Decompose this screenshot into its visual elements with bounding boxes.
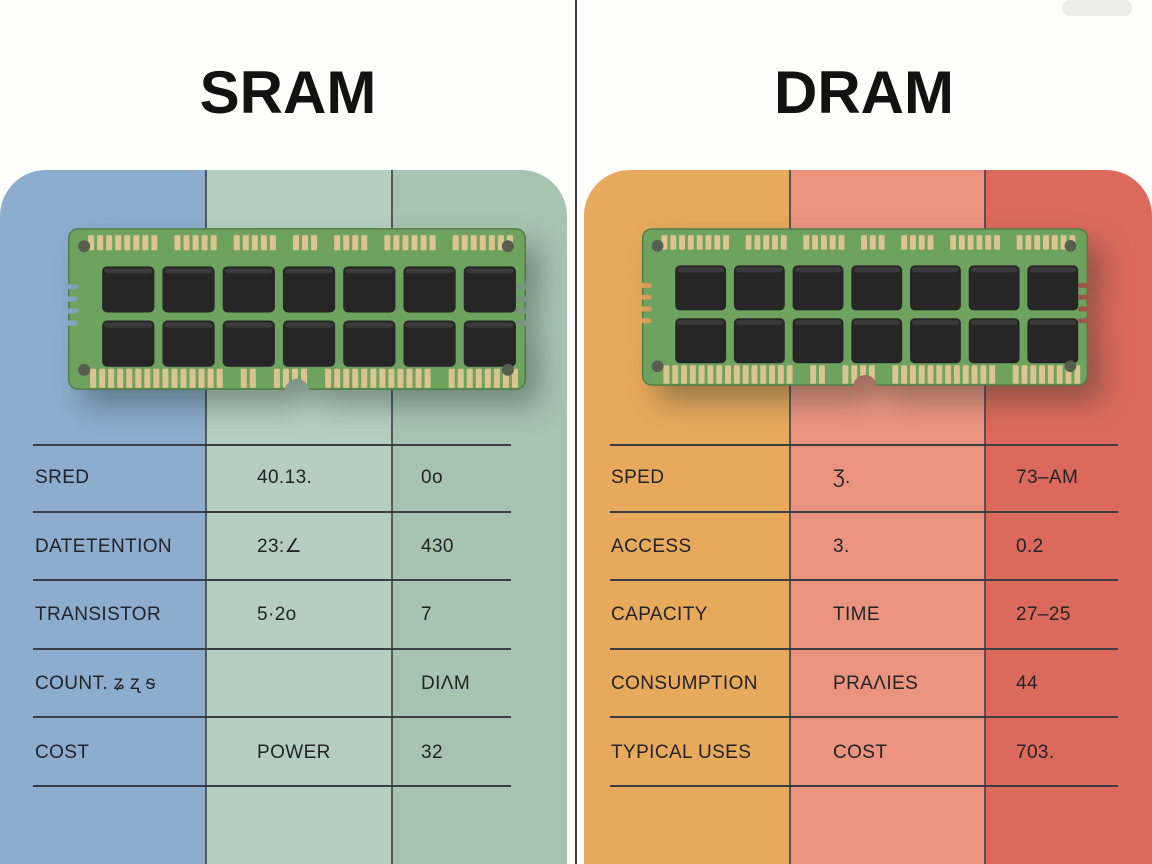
- row-value-1: PRAΛIES: [833, 673, 919, 695]
- row-label: COST: [35, 741, 90, 763]
- row-separator: [33, 784, 511, 787]
- row-value-1: 5·2o: [257, 604, 297, 626]
- dram-column-divider-1: [789, 170, 791, 864]
- sram-column-divider-2: [391, 170, 393, 864]
- table-row: ACCESS 3. 0.2: [584, 513, 1152, 582]
- row-separator: [610, 510, 1118, 513]
- dram-spec-table: SPED Ʒ. 73–AM ACCESS 3. 0.2 CAPACITY TIM…: [584, 444, 1152, 787]
- row-value-1: Ʒ.: [833, 467, 851, 489]
- row-value-1: 40.13.: [257, 467, 313, 489]
- row-value-2: 0o: [421, 467, 443, 489]
- row-value-2: 73–AM: [1016, 467, 1079, 489]
- row-separator: [33, 716, 511, 719]
- row-separator: [610, 716, 1118, 719]
- table-row: TRANSISTOR 5·2o 7: [0, 581, 567, 650]
- row-value-2: 703.: [1016, 741, 1055, 763]
- table-top-border: [33, 444, 511, 446]
- table-row: SPED Ʒ. 73–AM: [584, 444, 1152, 513]
- row-separator: [610, 647, 1118, 650]
- table-row: COUNT. ʑ ʐ ᵴ DIΛM: [0, 650, 567, 719]
- ram-stick-illustration: [66, 226, 528, 392]
- row-label: CAPACITY: [611, 604, 708, 626]
- table-row: DATETENTION 23:∠ 430: [0, 513, 567, 582]
- table-row: CAPACITY TIME 27–25: [584, 581, 1152, 650]
- row-value-1: TIME: [833, 604, 880, 626]
- table-row: COST POWER 32: [0, 718, 567, 787]
- row-separator: [33, 579, 511, 582]
- row-separator: [610, 784, 1118, 787]
- row-value-2: 44: [1016, 673, 1038, 695]
- row-separator: [33, 510, 511, 513]
- sram-panel: SRED 40.13. 0o DATETENTION 23:∠ 430 TRAN…: [0, 170, 567, 864]
- row-label: SPED: [611, 467, 665, 489]
- row-label: CONSUMPTION: [611, 673, 758, 695]
- row-value-1: COST: [833, 741, 888, 763]
- dram-panel: SPED Ʒ. 73–AM ACCESS 3. 0.2 CAPACITY TIM…: [584, 170, 1152, 864]
- sram-column-divider-1: [205, 170, 207, 864]
- table-row: CONSUMPTION PRAΛIES 44: [584, 650, 1152, 719]
- row-value-1: 23:∠: [257, 536, 303, 558]
- sram-title: SRAM: [199, 59, 377, 126]
- row-value-2: 0.2: [1016, 535, 1044, 557]
- row-label: TRANSISTOR: [35, 604, 162, 626]
- corner-smudge: [1062, 0, 1132, 16]
- row-label: DATETENTION: [35, 535, 173, 557]
- sram-spec-table: SRED 40.13. 0o DATETENTION 23:∠ 430 TRAN…: [0, 444, 567, 787]
- row-label: SRED: [35, 467, 90, 489]
- row-value-2: 430: [421, 535, 454, 557]
- table-row: TYPICAL USES COST 703.: [584, 718, 1152, 787]
- row-value-2: 27–25: [1016, 604, 1071, 626]
- row-label: TYPICAL USES: [611, 741, 752, 763]
- dram-title: DRAM: [774, 59, 954, 126]
- row-value-2: 32: [421, 741, 443, 763]
- row-separator: [610, 579, 1118, 582]
- row-value-1: POWER: [257, 741, 331, 763]
- row-value-2: DIΛM: [421, 673, 471, 695]
- dram-module-image: [640, 226, 1090, 393]
- table-top-border: [610, 444, 1118, 446]
- sram-module-image: [66, 226, 528, 397]
- ram-stick-illustration: [640, 226, 1090, 388]
- row-label: COUNT. ʑ ʐ ᵴ: [35, 673, 156, 695]
- row-separator: [33, 647, 511, 650]
- dram-column-divider-2: [984, 170, 986, 864]
- table-row: SRED 40.13. 0o: [0, 444, 567, 513]
- row-value-2: 7: [421, 604, 432, 626]
- row-label: ACCESS: [611, 535, 692, 557]
- row-value-1: 3.: [833, 535, 850, 557]
- center-divider-line: [575, 0, 577, 864]
